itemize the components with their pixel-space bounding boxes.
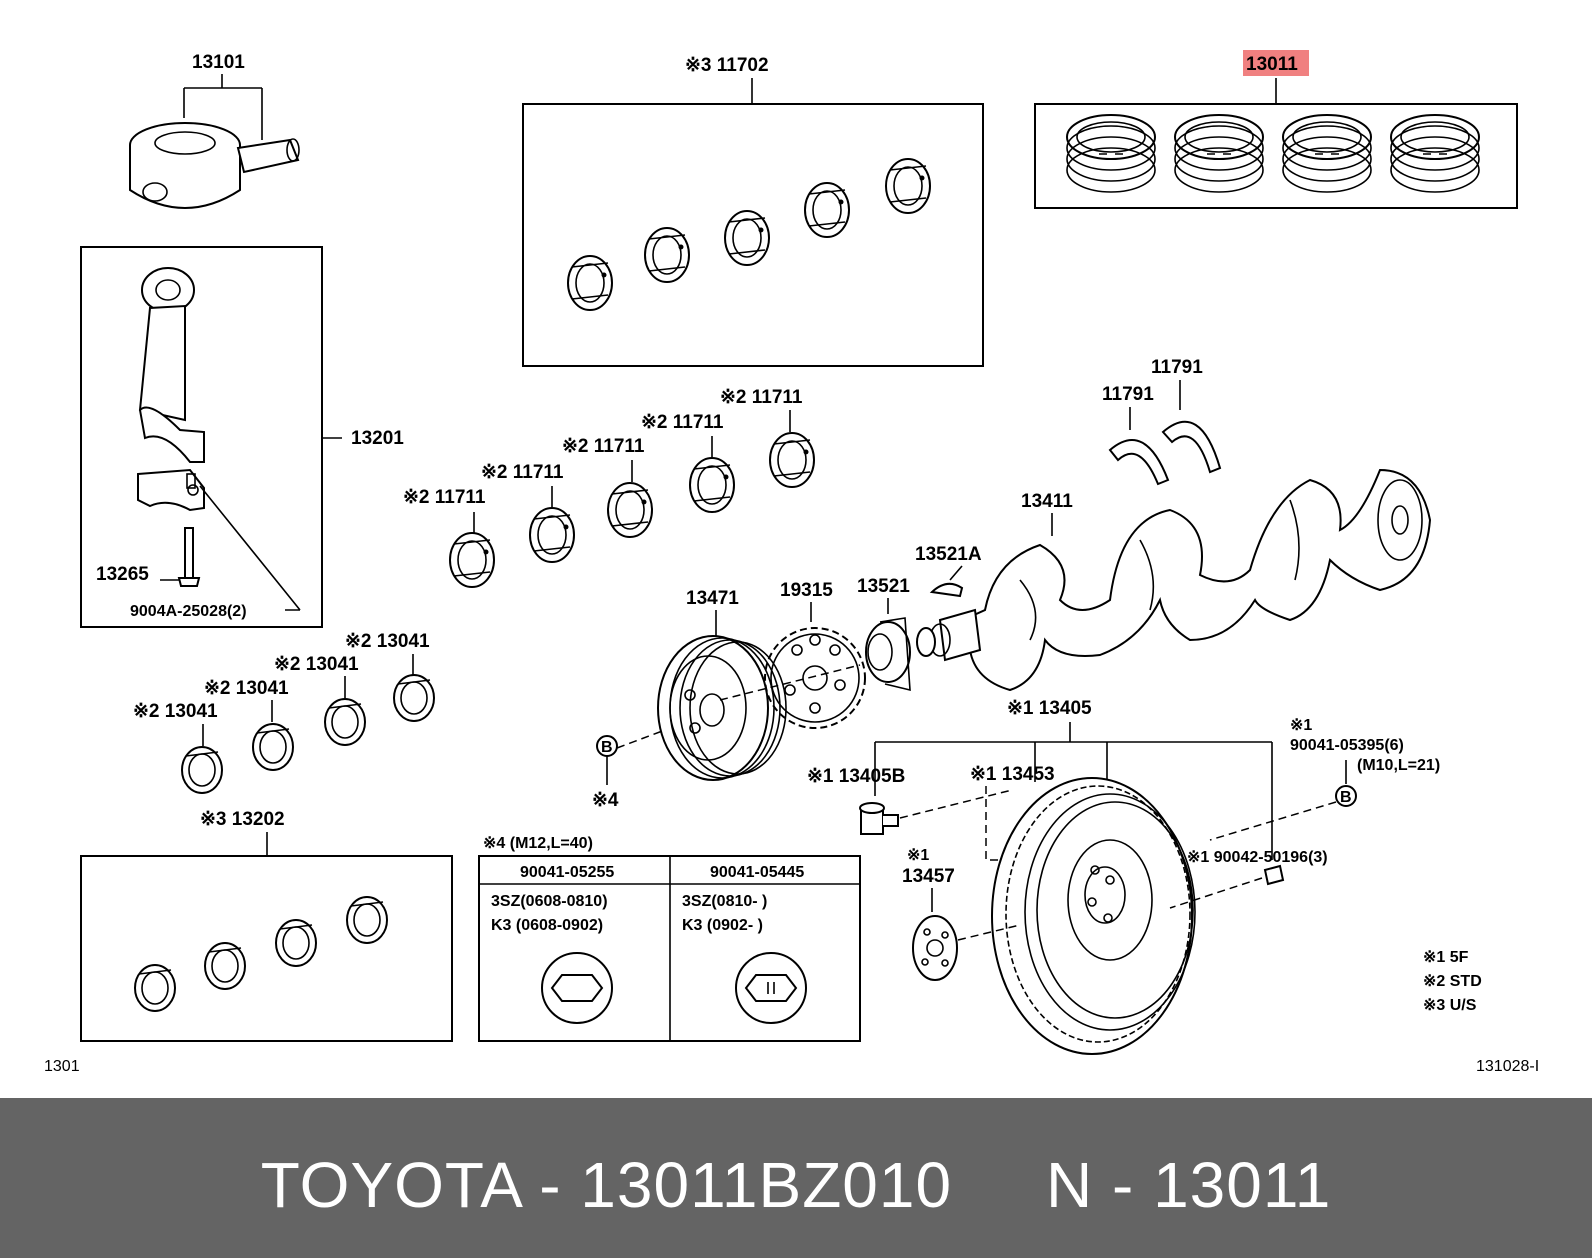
label-ring-set[interactable]: 13011: [1246, 54, 1298, 75]
label-thrust-a[interactable]: 11791: [1102, 384, 1154, 405]
label-conrod[interactable]: 13201: [351, 428, 404, 449]
label-key[interactable]: 13521A: [915, 544, 982, 565]
label-main-bearing-2[interactable]: ※2 11711: [481, 462, 564, 483]
figure-code: 131028-I: [1476, 1058, 1539, 1075]
b-marker-left: B: [601, 739, 613, 756]
flywheel-group[interactable]: ※1 13405 ※1 13405B ※1 13453 ※1 13457 ※1 …: [807, 698, 1440, 1055]
bolt-table-col1-row1: 3SZ(0608-0810): [491, 893, 608, 910]
page-code: 1301: [44, 1058, 80, 1075]
label-bolt-b-code[interactable]: 90041-05395(6): [1290, 737, 1404, 754]
bolt-table-col2-header: 90041-05445: [710, 864, 804, 881]
label-rod-bearing-4[interactable]: ※2 13041: [345, 631, 430, 652]
legend-row2: ※2 STD: [1423, 973, 1482, 990]
label-crankshaft[interactable]: 13411: [1021, 491, 1073, 512]
label-thrust-b[interactable]: 11791: [1151, 357, 1203, 378]
legend-row1: ※1 5F: [1423, 949, 1469, 966]
label-gear[interactable]: 13521: [857, 576, 910, 597]
label-main-bearing-4[interactable]: ※2 11711: [641, 412, 724, 433]
label-piston[interactable]: 13101: [192, 52, 245, 73]
footer-title: TOYOTA - 13011BZ010 N - 13011: [260, 1149, 1332, 1221]
label-bolt[interactable]: 13265: [96, 564, 149, 585]
plate-mark: ※1: [907, 847, 929, 864]
label-rod-bearing-2[interactable]: ※2 13041: [204, 678, 289, 699]
label-pin[interactable]: ※1 90042-50196(3): [1187, 849, 1328, 866]
conrod-group[interactable]: 13201 13265 9004A-25028(2): [80, 246, 404, 628]
b-marker-right: B: [1340, 789, 1352, 806]
rod-bearings-group[interactable]: ※2 13041 ※2 13041 ※2 13041 ※2 13041: [133, 631, 435, 794]
bearing-set-bottom-group[interactable]: ※3 13202: [80, 809, 453, 1042]
ring-set-group[interactable]: 13011: [1034, 50, 1518, 209]
bolt-table-col2-row2: K3 (0902- ): [682, 917, 763, 934]
label-flywheel-bolt[interactable]: ※1 13405B: [807, 766, 905, 787]
bolt-table: ※4 (M12,L=40) 90041-05255 90041-05445 3S…: [478, 835, 861, 1042]
main-bearings-group[interactable]: ※2 11711 ※2 11711 ※2 11711 ※2 11711 ※2 1…: [403, 387, 815, 588]
label-flywheel[interactable]: ※1 13405: [1007, 698, 1092, 719]
label-sprocket[interactable]: 19315: [780, 580, 833, 601]
bolt-table-title: ※4 (M12,L=40): [483, 835, 593, 852]
front-parts-group[interactable]: 13521A 13521 19315 13471 B: [592, 544, 982, 811]
label-ring-gear[interactable]: ※1 13453: [970, 764, 1055, 785]
label-bolt-b-spec: (M10,L=21): [1357, 757, 1440, 774]
thrust-washers-group[interactable]: 11791 11791: [1102, 357, 1222, 486]
bolt-table-col1-header: 90041-05255: [520, 864, 614, 881]
label-conrod-pin[interactable]: 9004A-25028(2): [130, 603, 247, 620]
label-note4: ※4: [592, 790, 619, 811]
label-pulley[interactable]: 13471: [686, 588, 739, 609]
footer-bar: TOYOTA - 13011BZ010 N - 13011: [0, 1098, 1592, 1258]
legend-row3: ※3 U/S: [1423, 997, 1477, 1014]
bolt-b-mark: ※1: [1290, 717, 1312, 734]
legend: ※1 5F ※2 STD ※3 U/S: [1423, 949, 1482, 1014]
label-bearing-set-bottom[interactable]: ※3 13202: [200, 809, 285, 830]
label-rod-bearing-3[interactable]: ※2 13041: [274, 654, 359, 675]
label-plate[interactable]: 13457: [902, 866, 955, 887]
bolt-table-col1-row2: K3 (0608-0902): [491, 917, 603, 934]
bearing-set-top-group[interactable]: ※3 11702: [522, 55, 984, 367]
label-bearing-set-top[interactable]: ※3 11702: [685, 55, 769, 76]
label-main-bearing-1[interactable]: ※2 11711: [403, 487, 486, 508]
highlight-box: [1243, 50, 1309, 76]
crankshaft-group[interactable]: 13411: [929, 468, 1432, 692]
label-main-bearing-3[interactable]: ※2 11711: [562, 436, 645, 457]
label-rod-bearing-1[interactable]: ※2 13041: [133, 701, 218, 722]
piston-group[interactable]: 13101: [129, 52, 300, 209]
label-main-bearing-5[interactable]: ※2 11711: [720, 387, 803, 408]
parts-diagram: 13101 13201 13265 9004A-25028(2) ※3 1170…: [44, 50, 1539, 1075]
bolt-table-col2-row1: 3SZ(0810- ): [682, 893, 767, 910]
